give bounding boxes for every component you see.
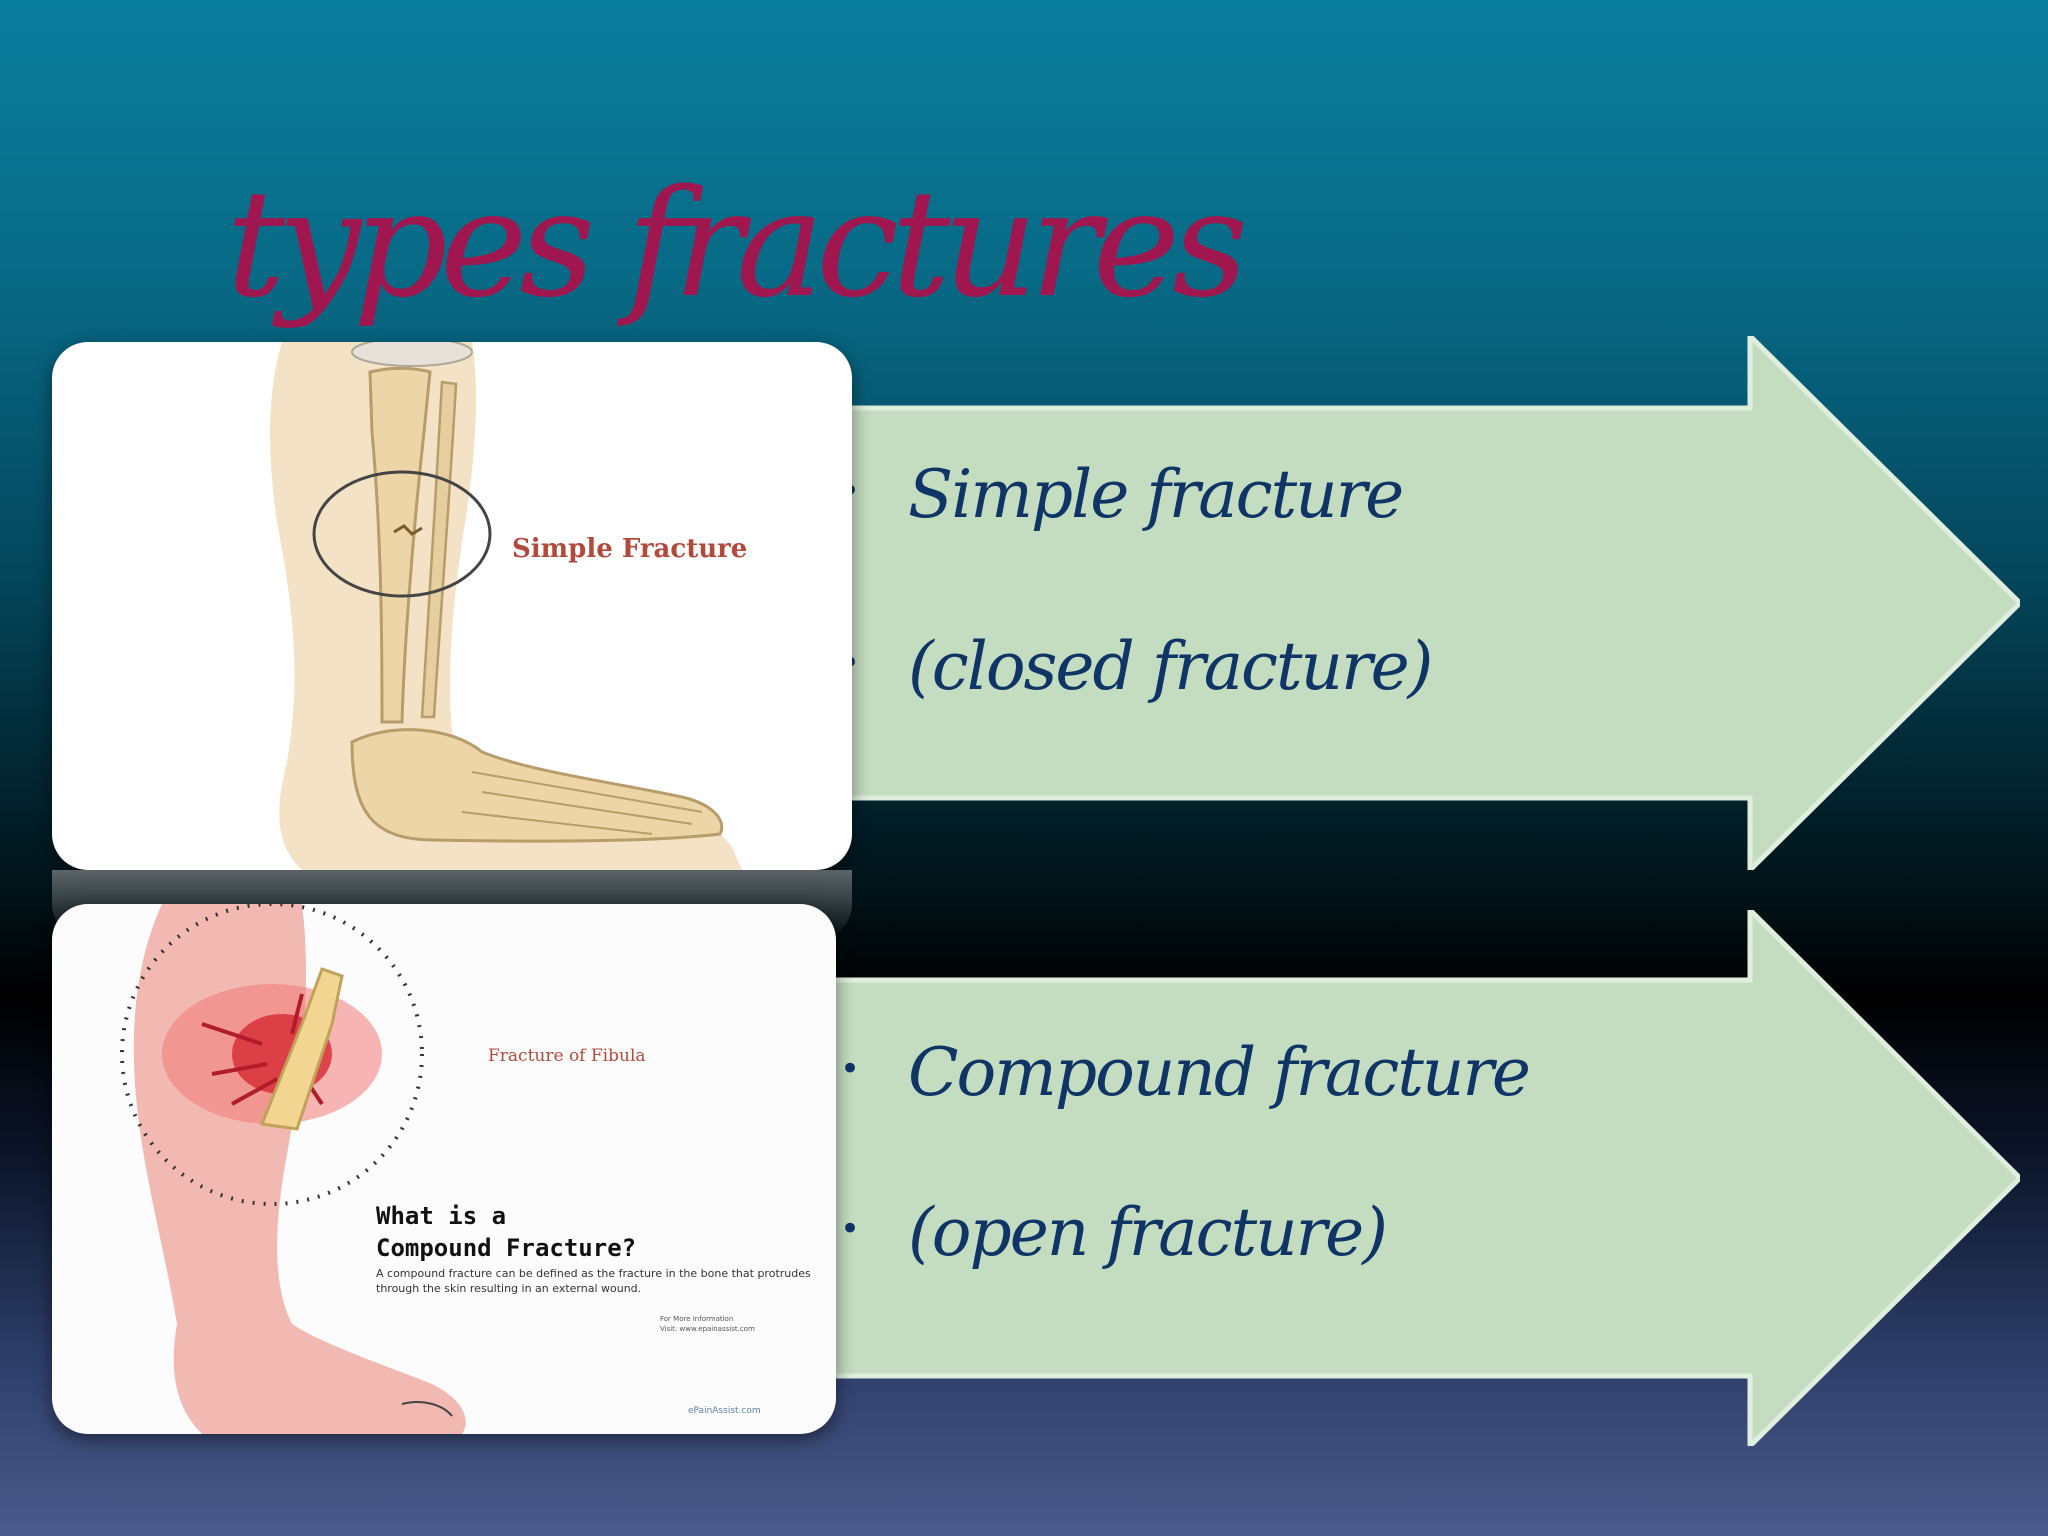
bullet-item: (closed fracture) [840, 634, 1433, 806]
bullet-item: Simple fracture [840, 462, 1431, 634]
compound-fracture-heading: What is a Compound Fracture? [376, 1202, 637, 1262]
compound-fracture-leg-illustration-icon [120, 904, 466, 1434]
leg-bones-illustration-icon [270, 342, 742, 870]
compound-fracture-definition: A compound fracture can be defined as th… [376, 1267, 811, 1295]
compound-fracture-image [52, 904, 836, 1434]
bullet-item: Compound fracture [840, 1040, 1531, 1200]
compound-fracture-footnote: For More Information Visit: www.epainass… [660, 1315, 755, 1333]
bullet-list-compound: Compound fracture (open fracture) [840, 1040, 1531, 1360]
slide-title: types fractures [226, 158, 1248, 330]
simple-fracture-image [52, 342, 852, 870]
simple-fracture-label: Simple Fracture [512, 534, 748, 564]
bullet-list-simple: Simple fracture (closed fracture) [840, 462, 1433, 806]
image-watermark-site: ePainAssist.com [688, 1406, 761, 1416]
fibula-fracture-label: Fracture of Fibula [488, 1046, 646, 1066]
bullet-item: (open fracture) [840, 1200, 1529, 1360]
